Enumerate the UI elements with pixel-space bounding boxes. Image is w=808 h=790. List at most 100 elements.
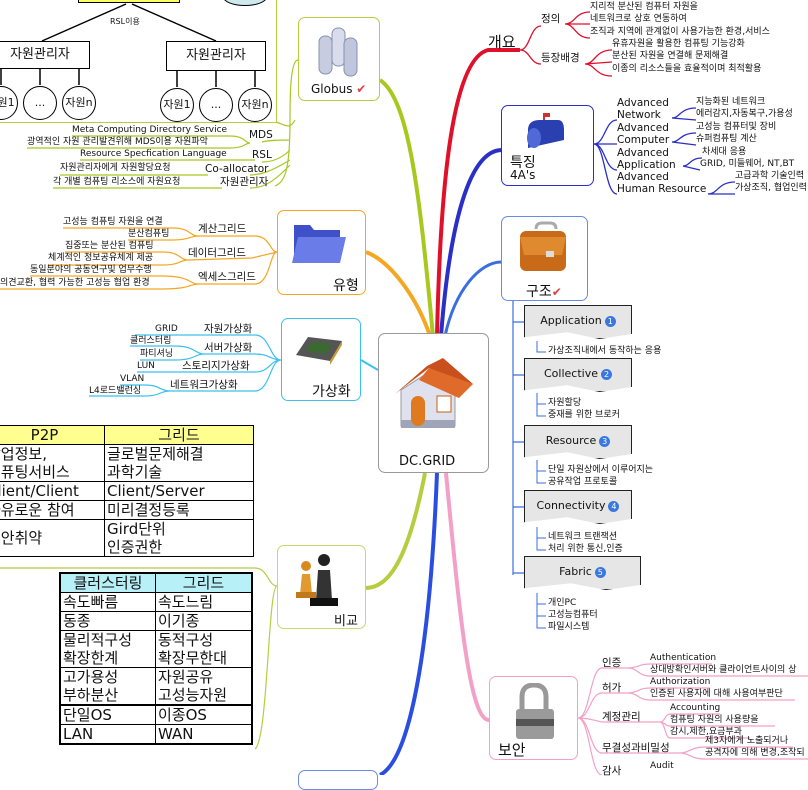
table-cell: 글로벌문제해결 과학기술 <box>104 444 254 482</box>
security-leaf: 상대방확인서버와 클라이언트사이의 상 <box>650 665 797 675</box>
security-item: 허가 <box>602 682 622 694</box>
table-cell: Gird단위 인증권한 <box>104 519 254 557</box>
node-label: 가상화 <box>312 384 351 400</box>
virtualization-item: 서버가상화 <box>204 342 253 354</box>
branch-structure <box>443 260 502 337</box>
table-cell: Client/Server <box>104 481 254 501</box>
security-leaf: Authentication <box>650 653 717 663</box>
feature-leaf: 가상조직, 협업인력 <box>735 183 807 193</box>
chess-pawns-icon <box>296 554 338 606</box>
feature-leaf: 에러감지,자동복구,가용성 <box>696 109 793 119</box>
layer-leaf: 단일 자원상에서 이루어지는 <box>548 465 654 475</box>
table-cell: 동종 <box>59 611 156 631</box>
node-globus[interactable]: Globus ✔ <box>298 17 380 101</box>
branch-types-sub <box>0 227 278 290</box>
layer-leaf: 개인PC <box>548 598 577 608</box>
branch-security <box>444 472 490 722</box>
type-leaf: 의견교환, 협력 가능한 고성능 협업 환경 <box>0 278 150 288</box>
branch-compare <box>365 472 427 590</box>
virtualization-item: 스토리지가상화 <box>182 360 250 372</box>
virtualization-leaf: 클러스터링 <box>130 336 172 346</box>
security-leaf: Authorization <box>650 677 711 687</box>
overview-item: 등장배경 <box>541 52 580 64</box>
node-features[interactable]: 특징 4A's <box>501 105 594 186</box>
branch-globus-sub <box>27 59 299 189</box>
virtualization-leaf: L4로드밸런싱 <box>89 386 142 396</box>
branch-structure-sub <box>512 301 524 575</box>
type-leaf: 동일분야의 공동연구및 업무수행 <box>30 265 152 275</box>
type-leaf: 집중또는 분산된 컴퓨팅 <box>65 241 154 251</box>
table-cell: 고가용성 부하분산 <box>59 667 156 706</box>
node-overview[interactable]: 개요 <box>488 33 516 51</box>
mailbox-icon <box>527 113 564 148</box>
node-bottom-partial[interactable] <box>298 770 378 790</box>
diagram-manager-box: 자원관리자 <box>166 41 266 71</box>
table-cell: 단일OS <box>59 704 156 725</box>
type-item: 엑세스그리드 <box>198 271 256 283</box>
table-cell: LAN <box>59 724 156 745</box>
overview-leaf: 이종의 리소스들을 효율적이며 최적활용 <box>612 64 762 74</box>
folder-icon <box>292 225 346 263</box>
security-item: 감사 <box>602 765 622 777</box>
security-item: 무결성과비밀성 <box>602 742 670 754</box>
overview-leaf: 지리적 분산된 컴퓨터 자원을 <box>590 2 698 12</box>
diagram-resource-circle: 자원1 <box>160 88 194 122</box>
node-types[interactable]: 유형 <box>277 210 366 295</box>
node-security[interactable]: 보안 <box>489 676 578 760</box>
node-virtualization[interactable]: 가상화 <box>281 318 361 401</box>
chip-icon <box>296 337 342 365</box>
branch-security-sub <box>577 663 808 775</box>
table-row: 보안취약Gird단위 인증권한 <box>0 519 254 557</box>
diagram-resource-circle: ... <box>199 88 233 122</box>
globus-item: RSL <box>252 149 272 161</box>
type-item: 계산그리드 <box>198 223 247 235</box>
overview-leaf: 네트워크로 상호 연동하여 <box>590 14 687 24</box>
table-cell: Client/Client <box>0 481 105 501</box>
layer-leaf: 공유작업 프로토콜 <box>548 477 618 487</box>
type-item: 데이터그리드 <box>188 247 246 259</box>
layer-leaf: 자원할당 <box>548 398 582 408</box>
test-tubes-icon <box>318 27 358 77</box>
priority-badge: 3 <box>599 435 611 447</box>
branch-overview-sub <box>519 11 613 77</box>
table-cell: 동적구성 확장무한대 <box>155 630 253 668</box>
checkmark-icon: ✔ <box>356 82 367 96</box>
table-header: 그리드 <box>155 572 253 593</box>
feature-leaf: 지능화된 네트워크 <box>696 97 766 107</box>
node-center[interactable]: DC.GRID <box>378 333 489 473</box>
virtualization-item: 네트워크가상화 <box>170 379 238 391</box>
globus-leaf: 광역적인 자원 관리발견위해 MDS이용 자원파악 <box>27 137 208 147</box>
security-leaf: 인증된 사용자에 대해 사용여부판단 <box>650 689 783 699</box>
layer-leaf: 중재를 위한 브로커 <box>548 410 620 420</box>
type-leaf: 분산컴퓨팅 <box>128 229 170 239</box>
node-compare[interactable]: 비교 <box>277 545 366 629</box>
branch-features <box>439 148 503 337</box>
globus-leaf: 자원관리자에게 자원할당요청 <box>60 163 171 173</box>
branch-compare-sub <box>0 567 278 750</box>
security-leaf: 컴퓨팅 자원의 사용량을 <box>670 715 759 725</box>
layer-leaf: 처리 위한 통신,인증 <box>548 544 623 554</box>
node-structure[interactable]: 구조✔ <box>501 216 588 301</box>
node-label: 비교 <box>334 614 358 629</box>
globus-diagram: RSL이용 자원관리자 자원관리자 자원1 ... 자원n 자원1 ... 자원… <box>0 0 277 123</box>
security-leaf: Audit <box>650 761 674 771</box>
overview-leaf: 조직과 지역에 관계없이 사용가능한 환경,서비스 <box>590 27 770 37</box>
table-cell: 물리적구성 확장한계 <box>59 630 156 668</box>
table-cell: WAN <box>155 724 253 745</box>
type-leaf: 체계적인 정보공유체계 제공 <box>48 253 154 263</box>
overview-leaf: 분산된 자원을 연결해 문제해결 <box>612 51 729 61</box>
diagram-rsl-label: RSL이용 <box>110 17 140 26</box>
